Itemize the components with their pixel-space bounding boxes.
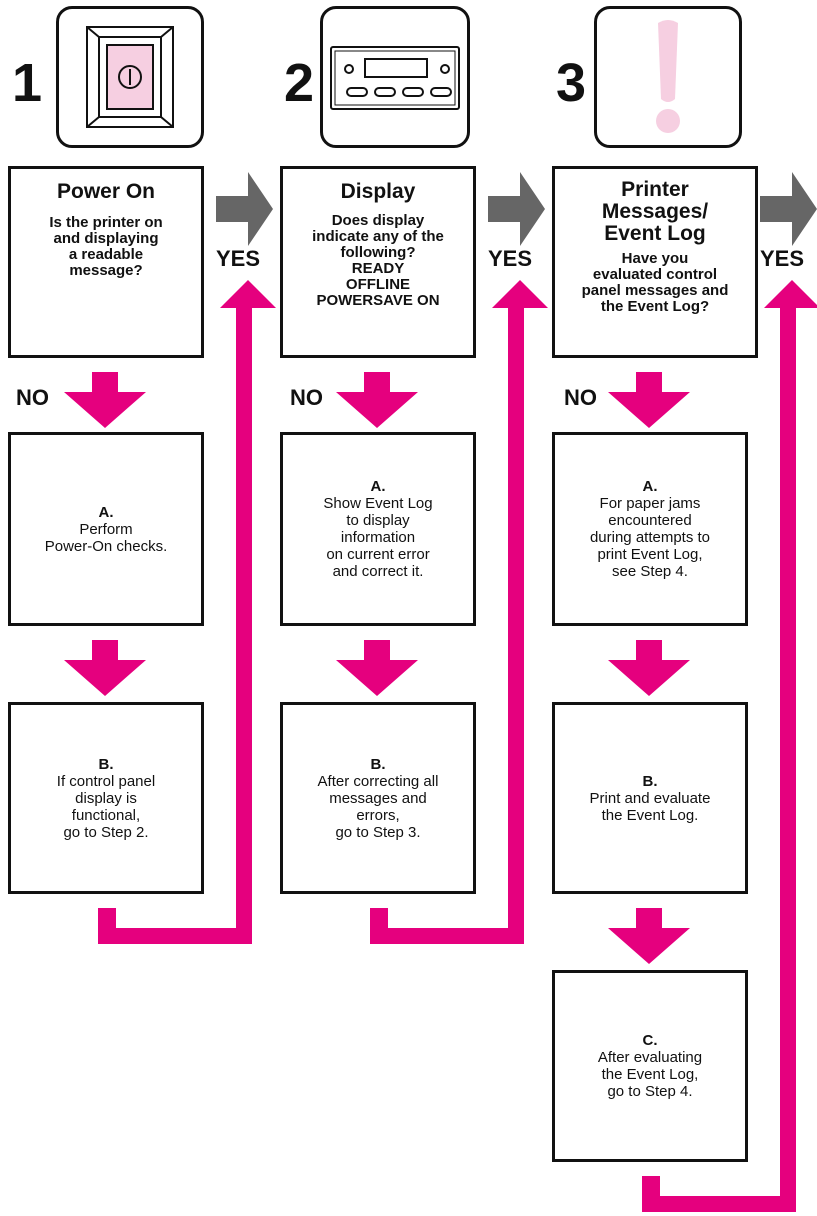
pink-down-arrow-2b bbox=[336, 640, 418, 696]
exclamation-icon-frame bbox=[594, 6, 742, 148]
question-title: Printer Messages/ Event Log bbox=[601, 178, 709, 245]
substep-box-3c: C. After evaluating the Event Log, go to… bbox=[552, 970, 748, 1162]
no-label-1: NO bbox=[16, 385, 49, 410]
control-panel-display-icon bbox=[330, 46, 460, 110]
power-switch-icon bbox=[86, 26, 174, 128]
pink-loop-3 bbox=[642, 280, 817, 1212]
exclamation-icon bbox=[656, 20, 680, 133]
substep-text: For paper jams encountered during attemp… bbox=[589, 495, 711, 580]
pink-down-arrow-1b bbox=[64, 640, 146, 696]
substep-letter: C. bbox=[642, 1032, 658, 1049]
question-title: Display bbox=[340, 180, 416, 203]
substep-box-3b: B. Print and evaluate the Event Log. bbox=[552, 702, 748, 894]
pink-down-arrow-3a bbox=[608, 372, 690, 428]
substep-letter: B. bbox=[642, 772, 658, 790]
substep-text: Perform Power-On checks. bbox=[44, 520, 168, 555]
question-box-event-log: Printer Messages/ Event Log Have you eva… bbox=[552, 166, 758, 358]
yes-label-2: YES bbox=[488, 246, 533, 271]
substep-letter: A. bbox=[642, 478, 658, 495]
substep-letter: B. bbox=[98, 755, 114, 773]
yes-label-1: YES bbox=[216, 246, 261, 271]
substep-letter: A. bbox=[98, 503, 114, 521]
no-label-3: NO bbox=[564, 385, 597, 410]
pink-loop-2 bbox=[370, 280, 548, 944]
question-text: Does display indicate any of the followi… bbox=[312, 212, 444, 309]
yes-label-3: YES bbox=[760, 246, 805, 271]
substep-text: Print and evaluate the Event Log. bbox=[589, 789, 711, 824]
question-box-display: Display Does display indicate any of the… bbox=[280, 166, 476, 358]
step-number-1: 1 bbox=[12, 53, 43, 113]
substep-text: Show Event Log to display information on… bbox=[323, 495, 433, 580]
no-label-2: NO bbox=[290, 385, 323, 410]
substep-box-3a: A. For paper jams encountered during att… bbox=[552, 432, 748, 626]
substep-text: If control panel display is functional, … bbox=[56, 772, 156, 841]
question-text: Is the printer on and displaying a reada… bbox=[49, 214, 163, 279]
control-panel-display-icon-frame bbox=[320, 6, 470, 148]
substep-box-2a: A. Show Event Log to display information… bbox=[280, 432, 476, 626]
pink-down-arrow-1a bbox=[64, 372, 146, 428]
substep-letter: B. bbox=[370, 755, 386, 773]
pink-loop-1 bbox=[98, 280, 276, 944]
step-number-2: 2 bbox=[284, 53, 315, 113]
substep-box-2b: B. After correcting all messages and err… bbox=[280, 702, 476, 894]
question-text: Have you evaluated control panel message… bbox=[581, 250, 729, 315]
substep-box-1a: A. Perform Power-On checks. bbox=[8, 432, 204, 626]
gray-right-arrow-2 bbox=[488, 172, 545, 246]
substep-text: After evaluating the Event Log, go to St… bbox=[597, 1049, 703, 1100]
gray-right-arrow-3 bbox=[760, 172, 817, 246]
pink-down-arrow-3b bbox=[608, 640, 690, 696]
question-box-power-on: Power On Is the printer on and displayin… bbox=[8, 166, 204, 358]
pink-down-arrow-3c bbox=[608, 908, 690, 964]
power-switch-icon-frame bbox=[56, 6, 204, 148]
substep-letter: A. bbox=[370, 478, 386, 495]
question-title: Power On bbox=[56, 180, 156, 203]
pink-down-arrow-2a bbox=[336, 372, 418, 428]
substep-text: After correcting all messages and errors… bbox=[317, 772, 439, 841]
substep-box-1b: B. If control panel display is functiona… bbox=[8, 702, 204, 894]
gray-right-arrow-1 bbox=[216, 172, 273, 246]
step-number-3: 3 bbox=[556, 53, 587, 113]
